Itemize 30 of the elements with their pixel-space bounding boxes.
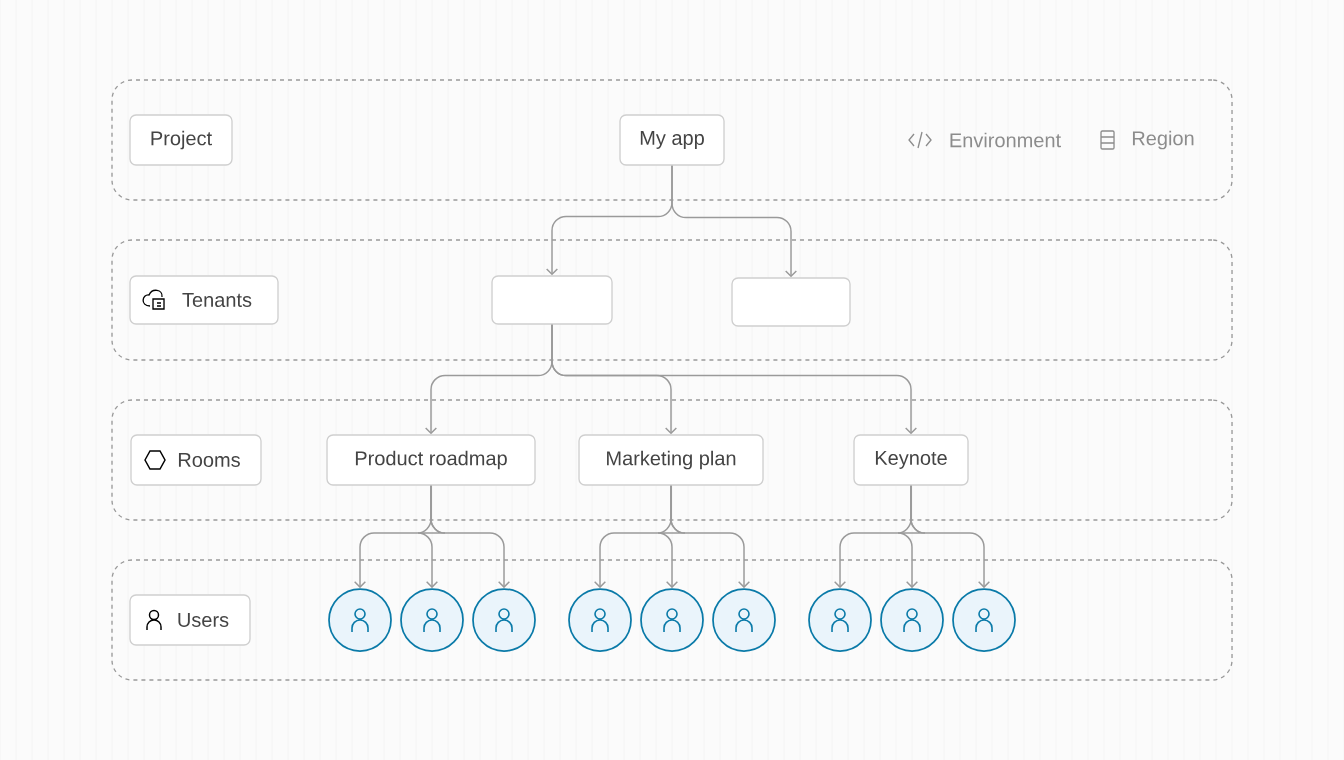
legend-text: Region bbox=[1132, 130, 1194, 150]
user-circle bbox=[952, 588, 1016, 652]
user-circle bbox=[568, 588, 632, 652]
user-circle bbox=[712, 588, 776, 652]
label-box: Users bbox=[129, 594, 251, 646]
node-box: Keynote bbox=[853, 434, 969, 486]
node-box: My app bbox=[619, 114, 725, 166]
arrow bbox=[670, 484, 751, 589]
arrow bbox=[551, 323, 918, 435]
legend-text: Environment bbox=[950, 132, 1061, 148]
arrow bbox=[430, 484, 511, 589]
label-box: Rooms bbox=[130, 434, 262, 486]
node-box: Marketing plan bbox=[578, 434, 764, 486]
user-circle bbox=[472, 588, 536, 652]
user-circle bbox=[808, 588, 872, 652]
layer-band bbox=[111, 559, 1233, 681]
user-circle bbox=[400, 588, 464, 652]
user-circle bbox=[640, 588, 704, 652]
layer-band bbox=[111, 239, 1233, 361]
user-circle bbox=[328, 588, 392, 652]
layer-band bbox=[111, 399, 1233, 521]
layer-band bbox=[111, 79, 1233, 201]
node-box bbox=[731, 277, 851, 327]
node-box bbox=[491, 275, 613, 325]
node-box: Product roadmap bbox=[326, 434, 536, 486]
label-box: Tenants bbox=[129, 275, 279, 325]
user-circle bbox=[880, 588, 944, 652]
label-box: Project bbox=[129, 114, 233, 166]
arrow bbox=[910, 484, 991, 589]
arrow bbox=[671, 164, 798, 278]
